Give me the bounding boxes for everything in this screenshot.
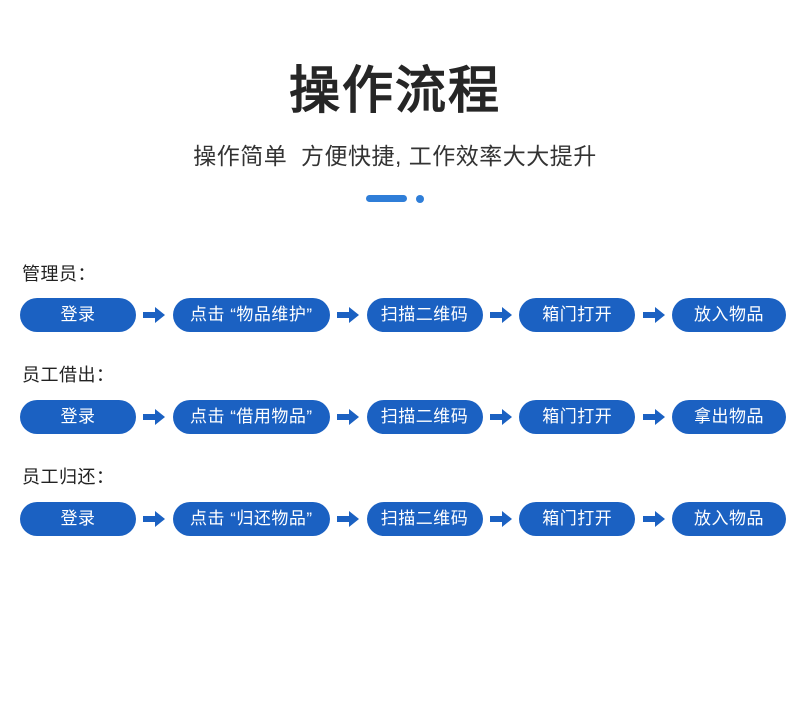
flow-step-button[interactable]: 箱门打开 (519, 502, 636, 537)
flow-role-label: 员工借出： (22, 365, 115, 386)
flow-sections: 管理员：登录点击 “物品维护”扫描二维码箱门打开放入物品员工借出：登录点击 “借… (0, 263, 790, 537)
flow-group: 管理员： 登录 点击 “物品维护” 扫描二维码 箱门打开 放入物品 (0, 263, 790, 333)
flow-role-label: 员工归还： (22, 467, 115, 488)
flow-role-label: 管理员： (22, 263, 96, 284)
arrow-right-icon (330, 510, 367, 528)
page-title: 操作流程 (288, 62, 501, 119)
flow-step-button[interactable]: 点击 “物品维护” (172, 298, 330, 333)
flow-step-button[interactable]: 扫描二维码 (366, 298, 483, 333)
arrow-right-icon (483, 408, 520, 426)
arrow-right-icon (483, 306, 520, 324)
arrow-right-icon (330, 306, 367, 324)
arrow-right-icon (136, 510, 173, 528)
page-subtitle: 操作简单 方便快捷, 工作效率大大提升 (193, 142, 597, 169)
flow-steps-row: 登录 点击 “借用物品” 扫描二维码 箱门打开 拿出物品 (0, 400, 790, 435)
arrow-right-icon (136, 306, 173, 324)
divider-dot-icon (416, 194, 424, 203)
page-header: 操作流程 操作简单 方便快捷, 工作效率大大提升 (0, 0, 790, 203)
flow-step-button[interactable]: 登录 (20, 502, 136, 537)
flow-group: 员工归还： 登录 点击 “归还物品” 扫描二维码 箱门打开 放入物品 (0, 467, 790, 537)
decorative-divider (0, 194, 790, 203)
divider-bar-icon (366, 195, 407, 203)
flow-step-button[interactable]: 扫描二维码 (366, 400, 483, 435)
flow-step-button[interactable]: 点击 “借用物品” (172, 400, 330, 435)
arrow-right-icon (483, 510, 520, 528)
flow-step-button[interactable]: 箱门打开 (519, 400, 636, 435)
flow-steps-row: 登录 点击 “归还物品” 扫描二维码 箱门打开 放入物品 (0, 502, 790, 537)
flow-step-button[interactable]: 放入物品 (672, 298, 786, 333)
flow-group: 员工借出： 登录 点击 “借用物品” 扫描二维码 箱门打开 拿出物品 (0, 365, 790, 435)
arrow-right-icon (635, 306, 672, 324)
arrow-right-icon (330, 408, 367, 426)
flow-steps-row: 登录 点击 “物品维护” 扫描二维码 箱门打开 放入物品 (0, 298, 790, 333)
flow-step-button[interactable]: 扫描二维码 (366, 502, 483, 537)
flow-step-button[interactable]: 点击 “归还物品” (172, 502, 330, 537)
flow-step-button[interactable]: 箱门打开 (519, 298, 636, 333)
flow-step-button[interactable]: 登录 (20, 400, 136, 435)
flow-step-button[interactable]: 登录 (20, 298, 136, 333)
arrow-right-icon (136, 408, 173, 426)
arrow-right-icon (635, 408, 672, 426)
flow-step-button[interactable]: 放入物品 (672, 502, 786, 537)
flow-step-button[interactable]: 拿出物品 (672, 400, 786, 435)
arrow-right-icon (635, 510, 672, 528)
